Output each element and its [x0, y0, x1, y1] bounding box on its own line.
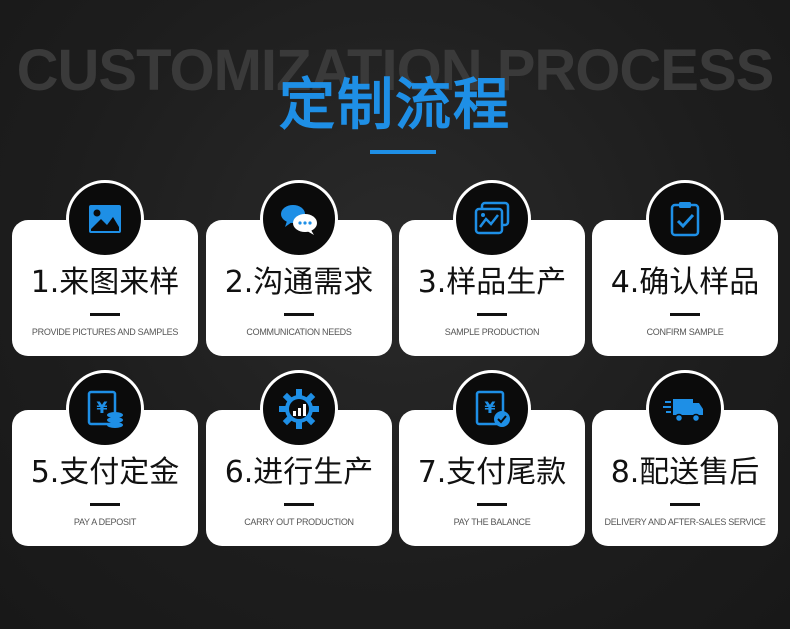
sample-chart-icon — [453, 180, 531, 258]
title-underline — [370, 150, 436, 154]
svg-text:¥: ¥ — [484, 398, 495, 417]
step-label: 6.进行生产 — [224, 455, 374, 490]
background-title: CUSTOMIZATION PROCESS — [16, 38, 775, 103]
picture-icon — [66, 180, 144, 258]
divider — [90, 313, 120, 316]
step-subtitle: SAMPLE PRODUCTION — [444, 327, 540, 337]
step-subtitle: CARRY OUT PRODUCTION — [244, 517, 354, 527]
divider — [284, 503, 314, 506]
step-label: 3.样品生产 — [417, 265, 567, 300]
clipboard-check-icon — [646, 180, 724, 258]
step-subtitle: PAY A DEPOSIT — [73, 517, 137, 527]
step-label: 5.支付定金 — [30, 455, 180, 490]
step-label: 7.支付尾款 — [417, 455, 567, 490]
divider — [670, 313, 700, 316]
divider — [477, 313, 507, 316]
step-label: 1.来图来样 — [30, 265, 180, 300]
page-title: 定制流程 — [279, 73, 511, 138]
step-label: 8.配送售后 — [610, 455, 760, 490]
yuan-coins-icon: ¥ — [66, 370, 144, 448]
step-card-3: 3.样品生产 SAMPLE PRODUCTION — [399, 220, 585, 356]
step-subtitle: PROVIDE PICTURES AND SAMPLES — [31, 327, 179, 337]
step-subtitle: COMMUNICATION NEEDS — [246, 327, 352, 337]
chat-bubbles-icon — [260, 180, 338, 258]
delivery-truck-icon — [646, 370, 724, 448]
yuan-receipt-check-icon: ¥ — [453, 370, 531, 448]
step-label: 2.沟通需求 — [224, 265, 374, 300]
gear-chart-icon — [260, 370, 338, 448]
divider — [90, 503, 120, 506]
svg-text:¥: ¥ — [96, 398, 107, 417]
step-label: 4.确认样品 — [610, 265, 760, 300]
divider — [670, 503, 700, 506]
divider — [477, 503, 507, 506]
step-subtitle: DELIVERY AND AFTER-SALES SERVICE — [604, 517, 766, 527]
step-subtitle: CONFIRM SAMPLE — [646, 327, 724, 337]
divider — [284, 313, 314, 316]
step-subtitle: PAY THE BALANCE — [453, 517, 531, 527]
